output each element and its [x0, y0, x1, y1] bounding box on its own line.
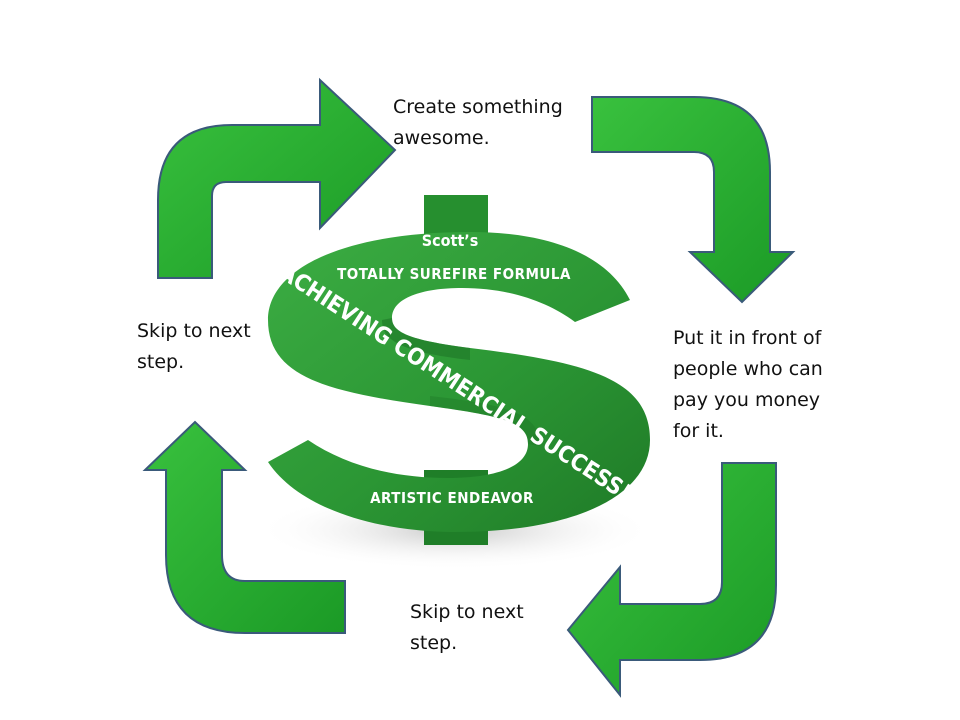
dollar-text-line1: Scott’s — [422, 231, 479, 250]
dollar-sign — [268, 195, 650, 545]
cycle-arrow-top-right — [591, 96, 796, 304]
step-skip-bottom: Skip to next step. — [410, 601, 524, 654]
cycle-arrow-bottom-left — [142, 420, 346, 634]
dollar-text-line7: ARTISTIC ENDEAVOR — [370, 489, 534, 507]
step-put-in-front: Put it in front of people who can pay yo… — [673, 327, 823, 442]
step-skip-left: Skip to next step. — [137, 320, 251, 373]
dollar-text-line3: for — [440, 304, 462, 322]
step-create: Create something awesome. — [393, 96, 563, 149]
dollar-text-line2: TOTALLY SUREFIRE FORMULA — [337, 265, 571, 283]
dollar-text-line5: in — [445, 411, 459, 429]
dollar-text-line6: any — [438, 450, 466, 468]
cycle-arrow-bottom-right — [566, 462, 777, 698]
cycle-arrow-top-left — [157, 77, 397, 279]
